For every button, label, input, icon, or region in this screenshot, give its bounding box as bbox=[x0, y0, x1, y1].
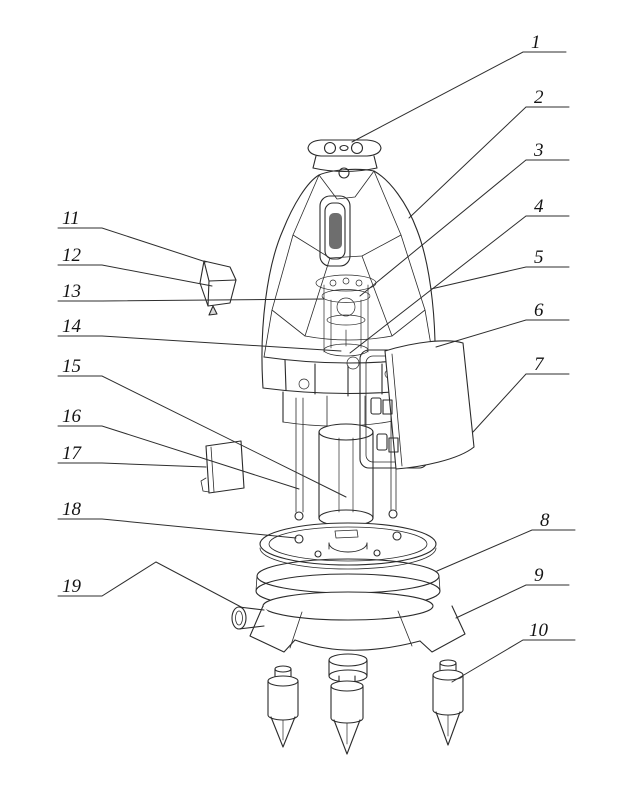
leader-4 bbox=[349, 215, 570, 354]
side-plate bbox=[200, 440, 245, 494]
leader-11 bbox=[57, 227, 207, 263]
callout-16: 16 bbox=[62, 406, 82, 427]
support-column bbox=[282, 391, 409, 527]
plumb-bob-center bbox=[330, 675, 364, 755]
leader-6 bbox=[435, 319, 570, 348]
callout-12: 12 bbox=[62, 245, 82, 266]
callout-14: 14 bbox=[62, 316, 82, 337]
leader-8 bbox=[436, 529, 576, 572]
callout-11: 11 bbox=[62, 208, 80, 229]
dome-housing bbox=[261, 168, 436, 397]
leader-10 bbox=[451, 639, 576, 683]
callout-8: 8 bbox=[540, 510, 550, 531]
leader-7 bbox=[472, 373, 570, 433]
callout-10: 10 bbox=[529, 620, 549, 641]
callout-19: 19 bbox=[62, 576, 82, 597]
window-slot bbox=[319, 195, 351, 267]
leader-2 bbox=[408, 106, 570, 219]
leader-12 bbox=[57, 264, 213, 287]
callout-7: 7 bbox=[534, 354, 545, 375]
leader-1 bbox=[351, 51, 567, 143]
clamp-knob bbox=[231, 606, 265, 630]
leader-13 bbox=[57, 298, 325, 302]
leader-9 bbox=[455, 584, 570, 619]
callout-17: 17 bbox=[62, 443, 83, 464]
tripod-base bbox=[249, 591, 466, 683]
callout-9: 9 bbox=[534, 565, 544, 586]
leader-15 bbox=[57, 375, 347, 498]
leader-19 bbox=[57, 561, 244, 609]
plumb-bob-left bbox=[267, 665, 299, 748]
callout-5: 5 bbox=[534, 247, 544, 268]
battery-door-panel bbox=[382, 340, 475, 470]
callout-18: 18 bbox=[62, 499, 82, 520]
leader-17 bbox=[57, 462, 207, 468]
leader-lines bbox=[57, 51, 576, 683]
callout-4: 4 bbox=[534, 196, 544, 217]
callout-2: 2 bbox=[534, 87, 544, 108]
internal-gimbal bbox=[298, 274, 394, 390]
mirror-bracket bbox=[199, 260, 237, 316]
top-cap bbox=[307, 139, 382, 179]
plumb-bob-right bbox=[432, 659, 464, 746]
leader-3 bbox=[359, 159, 570, 297]
callout-3: 3 bbox=[533, 140, 544, 161]
callout-1: 1 bbox=[531, 32, 541, 53]
leader-5 bbox=[430, 266, 570, 290]
callout-labels: 1 2 3 4 5 6 7 8 9 10 11 12 13 14 15 16 1… bbox=[62, 32, 550, 641]
callout-15: 15 bbox=[62, 356, 81, 377]
leader-16 bbox=[57, 425, 300, 490]
callout-13: 13 bbox=[62, 281, 81, 302]
base-plate bbox=[259, 522, 437, 570]
callout-6: 6 bbox=[534, 300, 544, 321]
leader-14 bbox=[57, 335, 342, 352]
leader-18 bbox=[57, 518, 297, 539]
